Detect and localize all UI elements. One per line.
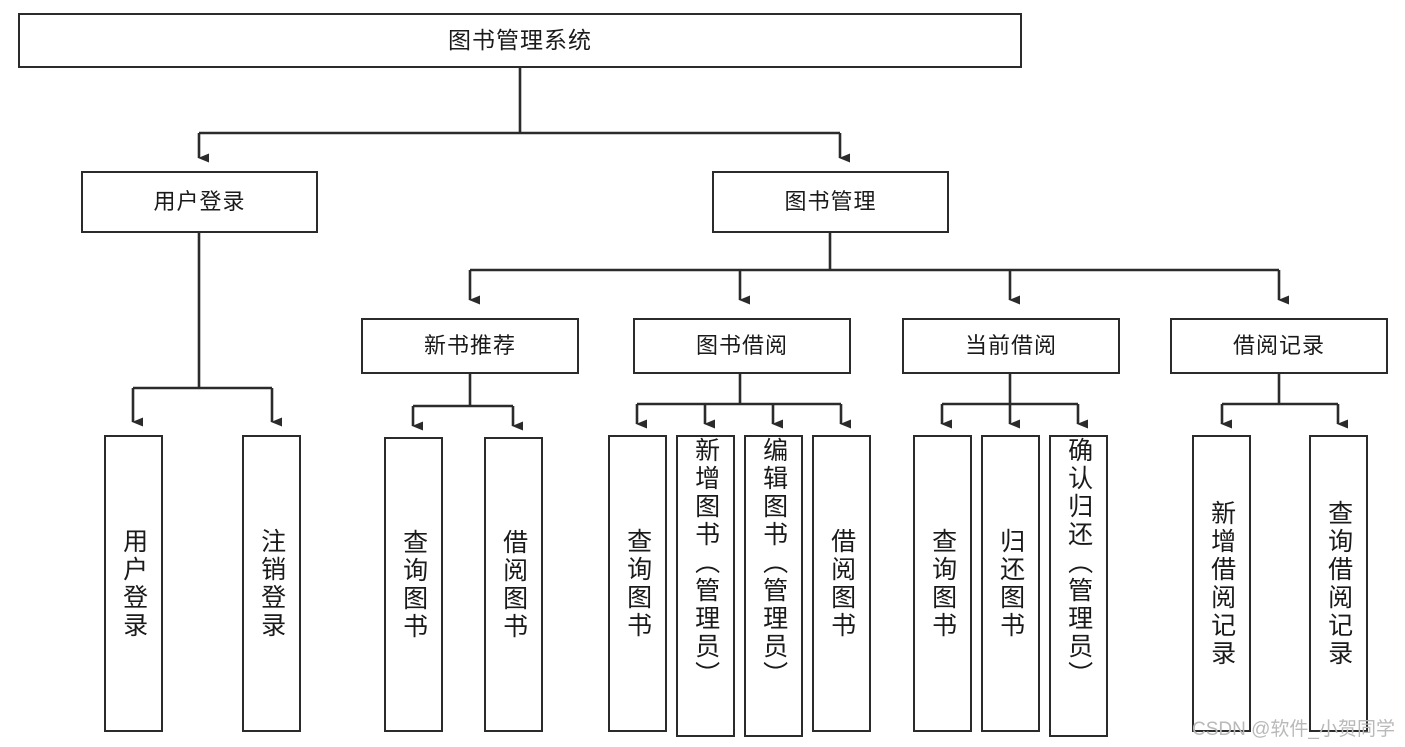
leaf-recommend-query-book-label: 查询图书 — [399, 528, 428, 641]
node-book-management[interactable]: 图书管理 — [712, 171, 949, 233]
node-book-management-label: 图书管理 — [784, 189, 877, 215]
leaf-edit-book-admin-label: 编辑图书（管理员） — [759, 437, 788, 689]
leaf-user-login-label: 用户登录 — [119, 527, 148, 640]
leaf-user-logout-label: 注销登录 — [257, 527, 286, 640]
leaf-user-login[interactable]: 用户登录 — [104, 435, 163, 732]
node-book-borrow[interactable]: 图书借阅 — [633, 318, 851, 374]
leaf-user-logout[interactable]: 注销登录 — [242, 435, 301, 732]
node-new-book-recommend[interactable]: 新书推荐 — [361, 318, 579, 374]
leaf-add-book-admin[interactable]: 新增图书（管理员） — [676, 435, 735, 737]
leaf-borrow-borrow-book[interactable]: 借阅图书 — [812, 435, 871, 732]
leaf-confirm-return-admin-label: 确认归还（管理员） — [1064, 437, 1093, 689]
node-new-book-recommend-label: 新书推荐 — [423, 333, 516, 359]
leaf-recommend-query-book[interactable]: 查询图书 — [384, 437, 443, 732]
node-user-login[interactable]: 用户登录 — [81, 171, 318, 233]
leaf-recommend-borrow-book-label: 借阅图书 — [499, 528, 528, 641]
leaf-return-book-label: 归还图书 — [996, 527, 1025, 640]
node-user-login-label: 用户登录 — [153, 189, 246, 215]
leaf-query-borrow-record-label: 查询借阅记录 — [1324, 499, 1353, 668]
leaf-edit-book-admin[interactable]: 编辑图书（管理员） — [744, 435, 803, 737]
watermark: CSDN @软件_小贺同学 — [1192, 719, 1395, 740]
leaf-borrow-borrow-book-label: 借阅图书 — [827, 527, 856, 640]
node-current-borrow[interactable]: 当前借阅 — [902, 318, 1120, 374]
node-root-label: 图书管理系统 — [448, 26, 592, 53]
leaf-borrow-query-book[interactable]: 查询图书 — [608, 435, 667, 732]
node-root[interactable]: 图书管理系统 — [18, 13, 1022, 68]
leaf-current-query-book[interactable]: 查询图书 — [913, 435, 972, 732]
leaf-current-query-book-label: 查询图书 — [928, 527, 957, 640]
leaf-borrow-query-book-label: 查询图书 — [623, 527, 652, 640]
leaf-add-borrow-record-label: 新增借阅记录 — [1207, 499, 1236, 668]
leaf-return-book[interactable]: 归还图书 — [981, 435, 1040, 732]
leaf-confirm-return-admin[interactable]: 确认归还（管理员） — [1049, 435, 1108, 737]
node-borrow-record-label: 借阅记录 — [1232, 333, 1325, 359]
leaf-add-borrow-record[interactable]: 新增借阅记录 — [1192, 435, 1251, 732]
leaf-recommend-borrow-book[interactable]: 借阅图书 — [484, 437, 543, 732]
node-borrow-record[interactable]: 借阅记录 — [1170, 318, 1388, 374]
leaf-query-borrow-record[interactable]: 查询借阅记录 — [1309, 435, 1368, 732]
node-current-borrow-label: 当前借阅 — [964, 333, 1057, 359]
leaf-add-book-admin-label: 新增图书（管理员） — [691, 437, 720, 689]
node-book-borrow-label: 图书借阅 — [695, 333, 788, 359]
